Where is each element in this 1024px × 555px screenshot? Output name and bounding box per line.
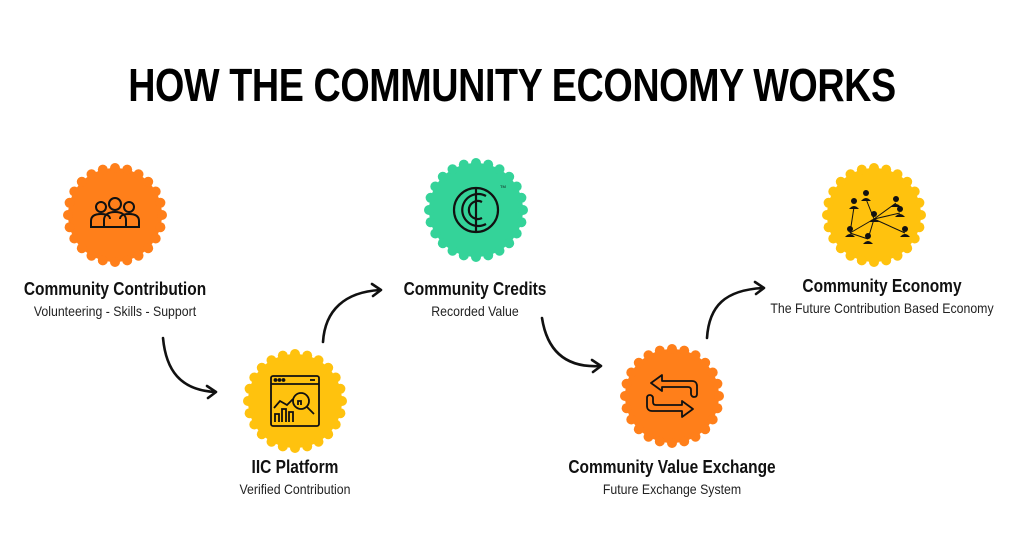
step-subtitle: Recorded Value [431,303,519,319]
step-community-value-exchange: Community Value Exchange Future Exchange… [542,457,802,497]
page-title: HOW THE COMMUNITY ECONOMY WORKS [128,59,896,111]
community-credits-badge: TM [424,158,528,262]
people-group-icon [90,197,140,228]
step-title: Community Credits [403,279,547,299]
step-subtitle: The Future Contribution Based Economy [770,300,994,316]
step-subtitle: Future Exchange System [602,481,742,497]
value-exchange-badge [620,344,724,448]
step-title: Community Value Exchange [568,457,776,477]
step-iic-platform: IIC Platform Verified Contribution [185,457,405,497]
step-title: IIC Platform [251,457,339,477]
step-community-credits: Community Credits Recorded Value [365,279,585,319]
step-community-contribution: Community Contribution Volunteering - Sk… [5,279,225,319]
credit-coin-icon [452,186,500,234]
step-community-economy: Community Economy The Future Contributio… [740,276,1024,316]
network-people-icon [845,190,910,244]
arrow-3-icon [540,316,603,374]
exchange-arrows-icon [646,374,698,418]
step-title: Community Economy [802,276,962,296]
arrow-1-icon [161,336,218,400]
svg-text:TM: TM [500,184,506,189]
step-title: Community Contribution [23,279,207,299]
web-analytics-icon [270,375,320,427]
step-subtitle: Volunteering - Skills - Support [33,303,197,319]
step-subtitle: Verified Contribution [239,481,351,497]
scalloped-circle-shape [63,163,167,267]
community-contribution-badge [63,163,167,267]
community-economy-badge [822,163,926,267]
iic-platform-badge [243,349,347,453]
